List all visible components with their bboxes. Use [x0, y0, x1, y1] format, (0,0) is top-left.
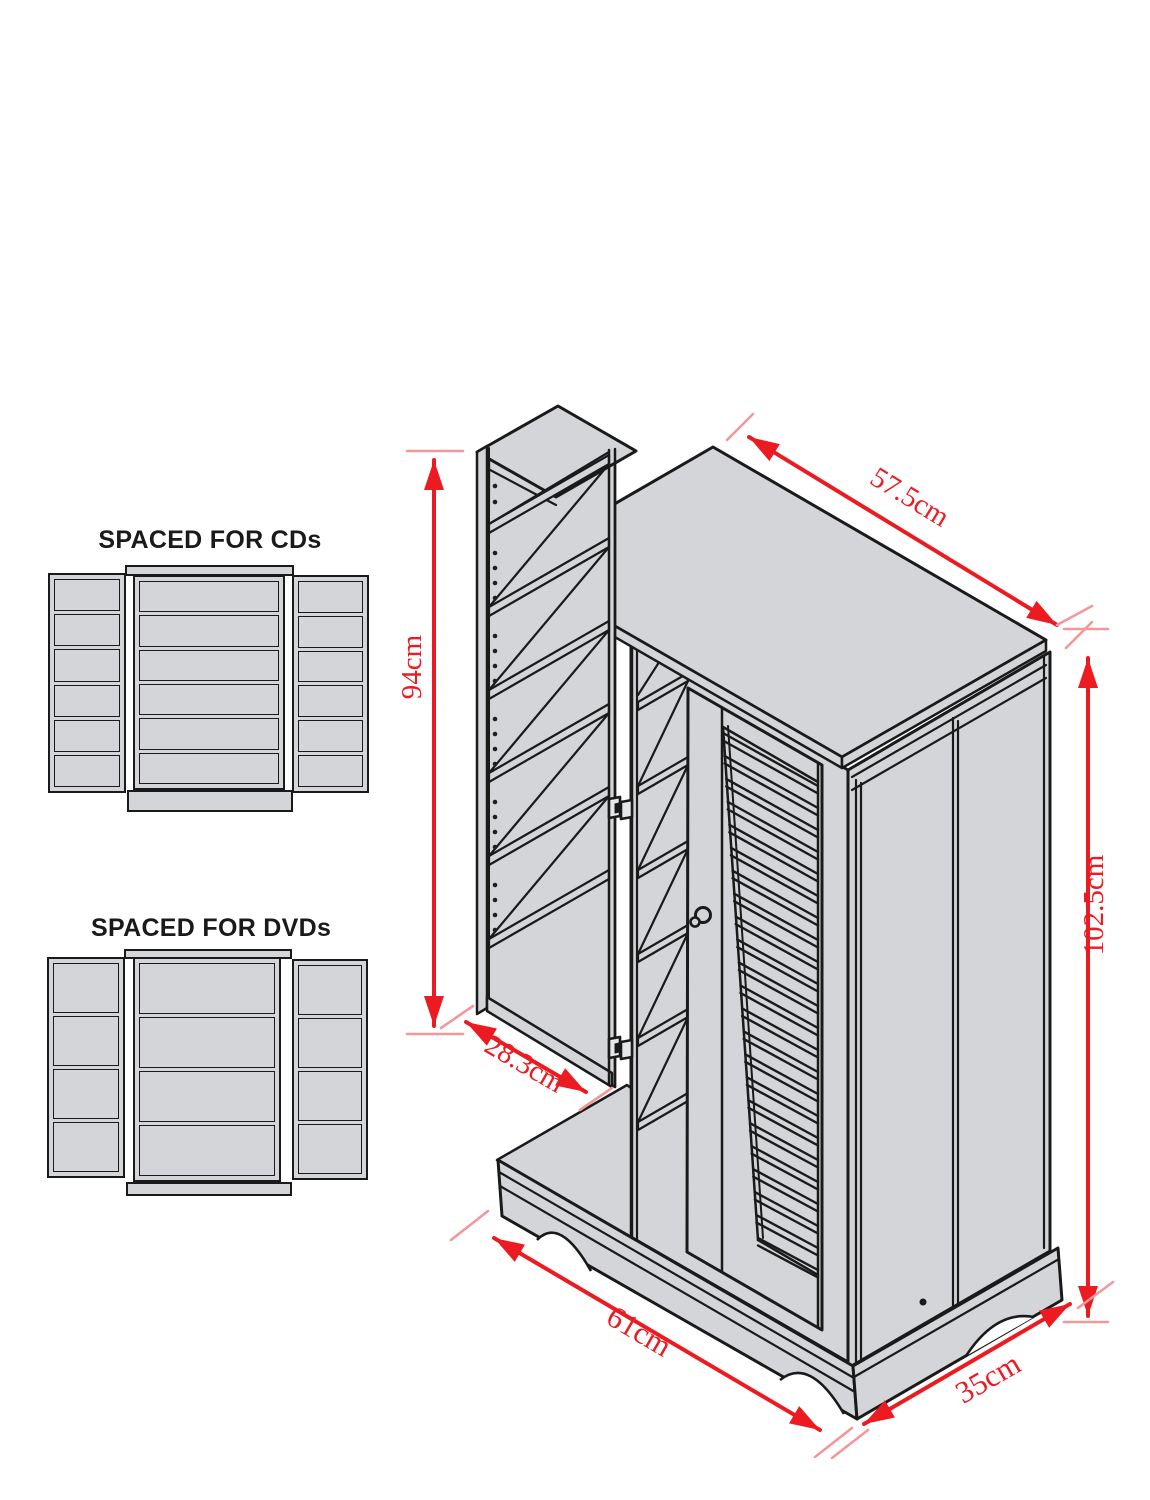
dimension-open-door-height-label: 94cm	[396, 634, 428, 699]
shelf-row	[298, 1018, 362, 1068]
base-plinth	[495, 1083, 1064, 1421]
cabinet-right-side-panel	[846, 650, 1052, 1376]
shelf-row	[298, 1124, 362, 1174]
shelf-row	[298, 685, 363, 718]
shelf-row	[139, 649, 279, 681]
cd-left-wing-rows	[54, 579, 120, 788]
shelf-row	[139, 752, 279, 784]
shelf-row	[298, 965, 362, 1015]
door-knob	[689, 906, 712, 928]
shelf-row	[139, 1071, 275, 1122]
shelf-row	[53, 963, 119, 1013]
dvd-right-wing-rows	[298, 965, 362, 1174]
cd-left-wing	[48, 573, 126, 793]
dvd-right-wing	[292, 959, 368, 1180]
shelf-row	[298, 650, 363, 683]
dvd-center-section	[133, 957, 281, 1182]
shelf-row	[53, 1016, 119, 1066]
shelf-row	[139, 615, 279, 647]
cd-center-section	[133, 575, 285, 790]
shelf-row	[139, 581, 279, 613]
cd-right-wing-rows	[298, 581, 363, 787]
shelf-row	[298, 720, 363, 753]
shelf-row	[53, 1069, 119, 1119]
shelf-row	[54, 614, 120, 647]
louver-door	[685, 686, 824, 1332]
shelf-row	[139, 1125, 275, 1176]
shelf-row	[139, 718, 279, 750]
shelf-row	[298, 755, 363, 787]
shelf-row	[139, 963, 275, 1014]
shelf-row	[139, 683, 279, 716]
dimension-overall-height: 102.5cm	[1055, 604, 1110, 1324]
shelf-row	[54, 684, 120, 717]
shelf-row	[54, 649, 120, 682]
cd-spacing-title: SPACED FOR CDs	[98, 526, 322, 554]
shelf-row	[54, 719, 120, 752]
shelf-row	[298, 581, 363, 613]
dvd-base	[126, 1182, 292, 1196]
dvd-left-wing-rows	[53, 963, 119, 1172]
shelf-row	[54, 579, 120, 612]
dvd-left-wing	[47, 957, 125, 1178]
dimension-top-width-label: 57.5cm	[865, 461, 956, 534]
dimension-open-door-height: 94cm	[396, 449, 465, 1036]
shelf-row	[53, 1122, 119, 1172]
open-door-shelf-unit	[475, 404, 638, 1089]
dvd-spacing-title: SPACED FOR DVDs	[91, 914, 332, 942]
cd-right-wing	[292, 575, 369, 793]
dimension-overall-height-label: 102.5cm	[1078, 854, 1110, 955]
shelf-row	[54, 754, 120, 788]
dvd-center-section-rows	[139, 963, 275, 1176]
shelf-row	[298, 615, 363, 648]
cd-center-section-rows	[139, 581, 279, 784]
shelf-row	[139, 1017, 275, 1068]
shelf-row	[298, 1071, 362, 1121]
door-hinges	[607, 795, 634, 1061]
cd-base	[127, 790, 293, 812]
